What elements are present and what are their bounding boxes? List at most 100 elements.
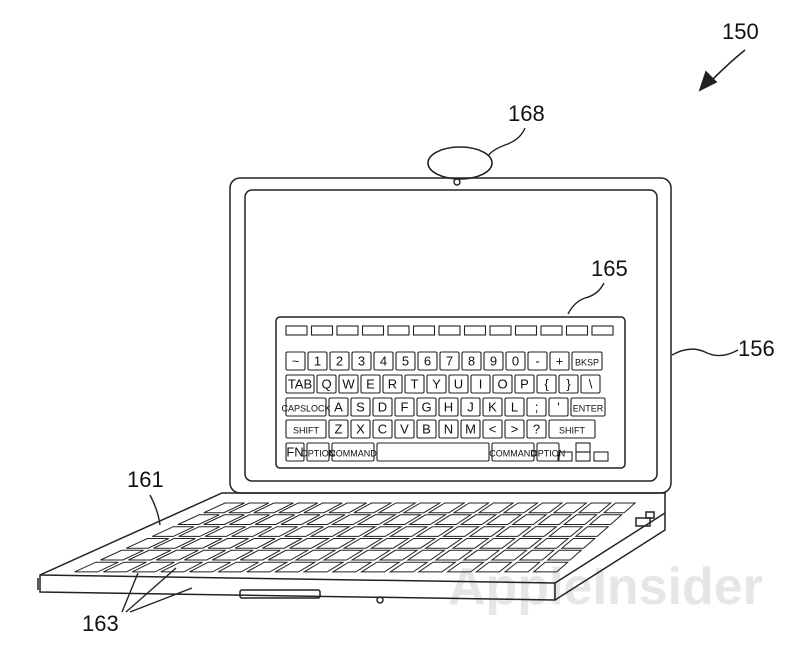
vkey-function[interactable] (463, 325, 487, 336)
vkey-arrow[interactable] (593, 451, 609, 462)
physical-key (503, 561, 541, 573)
vkey-tab[interactable] (285, 374, 315, 394)
vkey-3[interactable] (351, 351, 372, 371)
vkey-d[interactable] (372, 397, 393, 417)
vkey-shift[interactable] (548, 419, 596, 439)
vkey-h[interactable] (438, 397, 459, 417)
vkey-8[interactable] (461, 351, 482, 371)
vkey-label: J (467, 400, 474, 415)
vkey-label: S (356, 400, 365, 415)
vkey-label: K (488, 400, 497, 415)
vkey-z[interactable] (328, 419, 349, 439)
vkey-v[interactable] (394, 419, 415, 439)
vkey-u[interactable] (448, 374, 469, 394)
vkey-x[interactable] (527, 351, 548, 371)
vkey-c[interactable] (372, 419, 393, 439)
vkey-o[interactable] (492, 374, 513, 394)
vkey-capslock[interactable] (285, 397, 327, 417)
label-168: 168 (508, 101, 545, 126)
vkey-6[interactable] (417, 351, 438, 371)
vkey-p[interactable] (514, 374, 535, 394)
vkey-label: C (378, 422, 387, 437)
vkey-function[interactable] (514, 325, 538, 336)
vkey-function[interactable] (336, 325, 359, 336)
vkey-label: OPTION (531, 449, 566, 459)
physical-key (602, 502, 637, 514)
physical-key (246, 561, 289, 573)
vkey-command[interactable] (491, 442, 535, 462)
vkey-function[interactable] (489, 325, 512, 336)
vkey-bksp[interactable] (571, 351, 603, 371)
vkey-function[interactable] (412, 325, 436, 336)
vkey-f[interactable] (394, 397, 415, 417)
vkey-a[interactable] (328, 397, 349, 417)
vkey-function[interactable] (565, 325, 589, 336)
physical-key (212, 549, 254, 561)
vkey-space[interactable] (376, 442, 490, 462)
vkey-label: 7 (446, 354, 453, 369)
vkey-enter[interactable] (570, 397, 606, 417)
vkey-x[interactable] (504, 419, 525, 439)
vkey-e[interactable] (360, 374, 381, 394)
vkey-label: A (334, 400, 343, 415)
vkey-4[interactable] (373, 351, 394, 371)
physical-key (254, 514, 295, 525)
vkey-2[interactable] (329, 351, 350, 371)
vkey-k[interactable] (482, 397, 503, 417)
vkey-x[interactable] (285, 351, 306, 371)
vkey-r[interactable] (382, 374, 403, 394)
vkey-s[interactable] (350, 397, 371, 417)
vkey-m[interactable] (460, 419, 481, 439)
vkey-w[interactable] (338, 374, 359, 394)
physical-key (330, 514, 373, 525)
vkey-label: ; (535, 400, 539, 415)
physical-key (505, 538, 543, 549)
vkey-function[interactable] (285, 325, 308, 336)
vkey-1[interactable] (307, 351, 328, 371)
vkey-x[interactable] (526, 397, 547, 417)
vkey-arrow[interactable] (557, 451, 573, 462)
vkey-label: 2 (336, 354, 343, 369)
vkey-x[interactable] (580, 374, 601, 394)
vkey-command[interactable] (331, 442, 375, 462)
physical-key (217, 561, 259, 573)
vkey-n[interactable] (438, 419, 459, 439)
physical-key (474, 561, 513, 573)
vkey-5[interactable] (395, 351, 416, 371)
vkey-l[interactable] (504, 397, 525, 417)
vkey-7[interactable] (439, 351, 460, 371)
vkey-x[interactable] (536, 374, 557, 394)
physical-key (485, 514, 523, 525)
vkey-q[interactable] (316, 374, 337, 394)
vkey-b[interactable] (416, 419, 437, 439)
vkey-label: N (444, 422, 453, 437)
camera-lens (453, 178, 461, 186)
vkey-x[interactable] (549, 351, 570, 371)
vkey-option[interactable] (306, 442, 330, 462)
vkey-arrow[interactable] (575, 451, 591, 462)
vkey-function[interactable] (361, 325, 385, 336)
vkey-function[interactable] (540, 325, 563, 336)
vkey-0[interactable] (505, 351, 526, 371)
vkey-function[interactable] (310, 325, 334, 336)
vkey-x[interactable] (558, 374, 579, 394)
vkey-function[interactable] (438, 325, 461, 336)
vkey-function[interactable] (387, 325, 410, 336)
vkey-label: 4 (380, 354, 387, 369)
vkey-x[interactable] (482, 419, 503, 439)
vkey-shift[interactable] (285, 419, 327, 439)
vkey-g[interactable] (416, 397, 437, 417)
leader-168 (487, 127, 526, 157)
vkey-function[interactable] (591, 325, 614, 336)
vkey-arrow[interactable] (575, 442, 591, 453)
vkey-x[interactable] (350, 419, 371, 439)
vkey-y[interactable] (426, 374, 447, 394)
vkey-fn[interactable] (285, 442, 305, 462)
vkey-t[interactable] (404, 374, 425, 394)
vkey-x[interactable] (548, 397, 569, 417)
camera-callout (427, 146, 493, 180)
vkey-j[interactable] (460, 397, 481, 417)
vkey-9[interactable] (483, 351, 504, 371)
vkey-i[interactable] (470, 374, 491, 394)
vkey-x[interactable] (526, 419, 547, 439)
